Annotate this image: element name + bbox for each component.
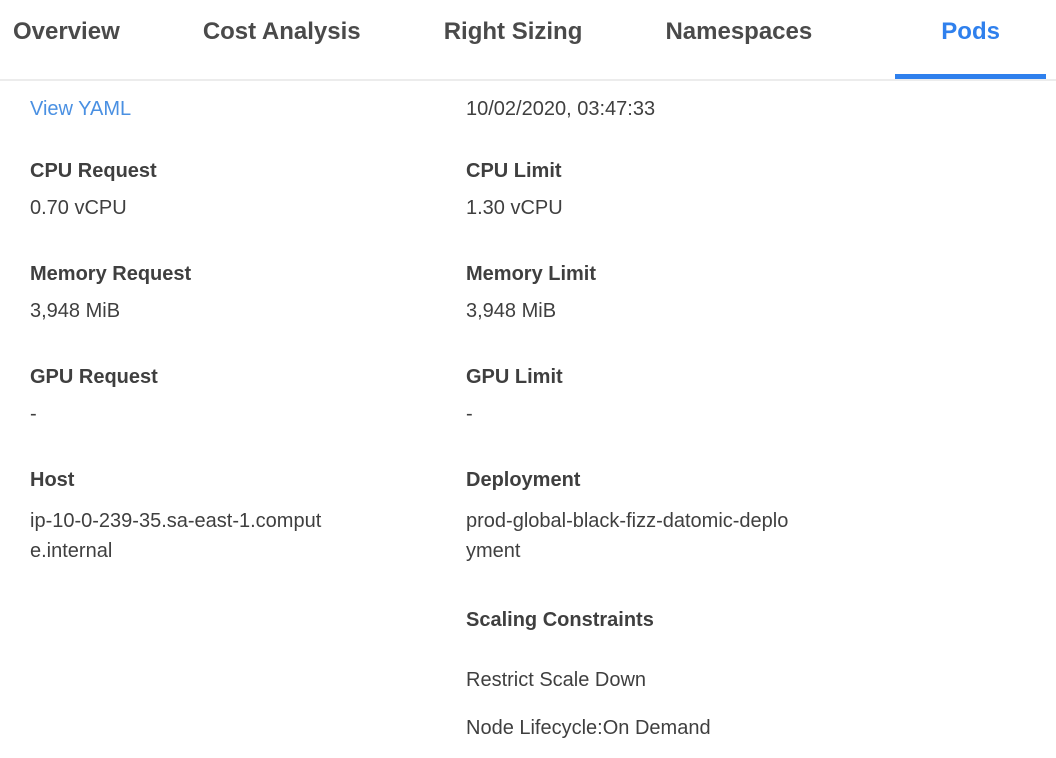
memory-limit-value: 3,948 MiB (466, 300, 557, 322)
cpu-limit-label: CPU Limit (466, 160, 562, 182)
gpu-request-value: - (30, 403, 37, 425)
memory-request-value: 3,948 MiB (30, 300, 121, 322)
field-cpu-limit: CPU Limit 1.30 vCPU (466, 160, 1036, 220)
tab-pods-label: Pods (941, 18, 1000, 45)
field-cpu-request: CPU Request 0.70 vCPU (30, 160, 466, 220)
scaling-constraints-heading: Scaling Constraints (466, 609, 654, 631)
field-host: Host ip-10-0-239-35.sa-east-1.compute.in… (30, 469, 466, 566)
view-yaml-link[interactable]: View YAML (30, 98, 132, 120)
tab-right-sizing[interactable]: Right Sizing (444, 0, 583, 79)
deployment-link[interactable]: prod-global-black-fizz-datomic-deploymen… (466, 510, 789, 562)
details-left-column: View YAML CPU Request 0.70 vCPU Memory R… (30, 98, 466, 758)
cpu-request-label: CPU Request (30, 160, 157, 182)
field-gpu-limit: GPU Limit - (466, 366, 1036, 426)
gpu-request-label: GPU Request (30, 366, 158, 388)
tab-namespaces[interactable]: Namespaces (665, 0, 812, 79)
gpu-limit-value: - (466, 403, 473, 425)
memory-limit-label: Memory Limit (466, 263, 597, 285)
scaling-constraints-section: Scaling Constraints Restrict Scale Down … (466, 609, 1036, 740)
pod-timestamp: 10/02/2020, 03:47:33 (466, 98, 656, 120)
cpu-request-value: 0.70 vCPU (30, 197, 127, 219)
tab-bar: Overview Cost Analysis Right Sizing Name… (0, 0, 1056, 81)
field-memory-request: Memory Request 3,948 MiB (30, 263, 466, 323)
tab-pods[interactable]: Pods (895, 0, 1046, 79)
details-right-column: 10/02/2020, 03:47:33 CPU Limit 1.30 vCPU… (466, 98, 1036, 758)
field-memory-limit: Memory Limit 3,948 MiB (466, 263, 1036, 323)
tab-namespaces-label: Namespaces (665, 18, 813, 45)
tab-cost-analysis[interactable]: Cost Analysis (203, 0, 361, 79)
tab-overview-label: Overview (13, 18, 120, 45)
memory-request-label: Memory Request (30, 263, 192, 285)
host-link[interactable]: ip-10-0-239-35.sa-east-1.compute.interna… (30, 510, 322, 562)
host-label: Host (30, 469, 75, 491)
tab-cost-analysis-label: Cost Analysis (202, 18, 361, 45)
tab-overview[interactable]: Overview (13, 0, 120, 79)
tab-right-sizing-label: Right Sizing (443, 18, 583, 45)
view-yaml-row: View YAML (30, 98, 466, 121)
timestamp-row: 10/02/2020, 03:47:33 (466, 98, 1036, 121)
gpu-limit-label: GPU Limit (466, 366, 563, 388)
pod-details-panel: View YAML CPU Request 0.70 vCPU Memory R… (0, 81, 1056, 758)
scaling-item-restrict-scale-down: Restrict Scale Down (466, 669, 647, 691)
field-gpu-request: GPU Request - (30, 366, 466, 426)
scaling-item-node-lifecycle: Node Lifecycle:On Demand (466, 717, 711, 739)
field-deployment: Deployment prod-global-black-fizz-datomi… (466, 469, 1036, 566)
deployment-label: Deployment (466, 469, 581, 491)
cpu-limit-value: 1.30 vCPU (466, 197, 563, 219)
